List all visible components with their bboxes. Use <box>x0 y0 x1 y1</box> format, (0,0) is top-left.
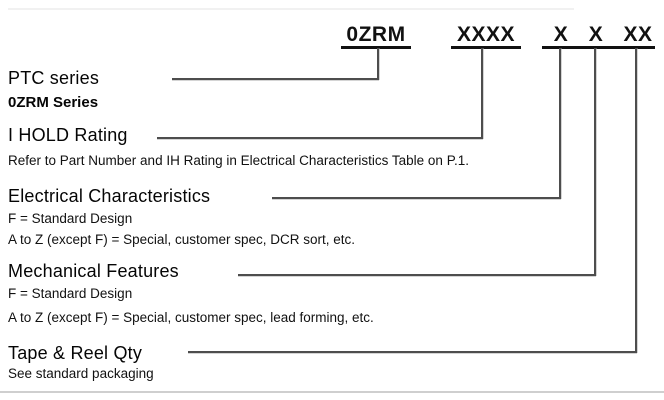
section-note-tape-reel-packaging: See standard packaging <box>8 366 154 381</box>
bottom-divider-rule <box>0 391 664 393</box>
section-title-tape-reel-qty: Tape & Reel Qty <box>8 343 143 363</box>
connector-vline-mechanical <box>594 48 596 276</box>
section-note-electrical-standard: F = Standard Design <box>8 211 133 226</box>
part-number-series-segment: 0ZRM <box>346 23 406 46</box>
ihold-segment-underline <box>451 46 521 49</box>
part-number-electrical-segment: X <box>553 23 569 46</box>
section-title-mechanical-features: Mechanical Features <box>8 261 179 281</box>
connector-hline-mechanical <box>238 274 596 276</box>
connector-hline-series <box>172 78 379 80</box>
section-note-mechanical-standard: F = Standard Design <box>8 286 133 301</box>
part-number-ihold-segment: XXXX <box>456 23 516 46</box>
connector-vline-tape-reel <box>635 48 637 353</box>
section-title-electrical-characteristics: Electrical Characteristics <box>8 186 211 206</box>
section-note-ihold-refer: Refer to Part Number and IH Rating in El… <box>8 153 469 168</box>
section-note-0zrm-series: 0ZRM Series <box>8 94 99 111</box>
connector-hline-tape-reel <box>188 351 637 353</box>
series-segment-underline <box>341 46 411 49</box>
section-title-ihold-rating: I HOLD Rating <box>8 125 128 145</box>
connector-vline-series <box>377 48 379 80</box>
connector-hline-ihold <box>157 137 483 139</box>
section-note-mechanical-special: A to Z (except F) = Special, customer sp… <box>8 310 374 325</box>
part-number-tape-reel-segment: XX <box>623 23 653 46</box>
connector-hline-electrical <box>272 197 561 199</box>
connector-vline-electrical <box>559 48 561 199</box>
top-divider-rule <box>8 8 574 10</box>
part-number-mechanical-segment: X <box>588 23 604 46</box>
suffix-segments-underline <box>542 46 655 49</box>
connector-vline-ihold <box>481 48 483 139</box>
section-note-electrical-special: A to Z (except F) = Special, customer sp… <box>8 232 355 247</box>
section-title-ptc-series: PTC series <box>8 68 100 88</box>
